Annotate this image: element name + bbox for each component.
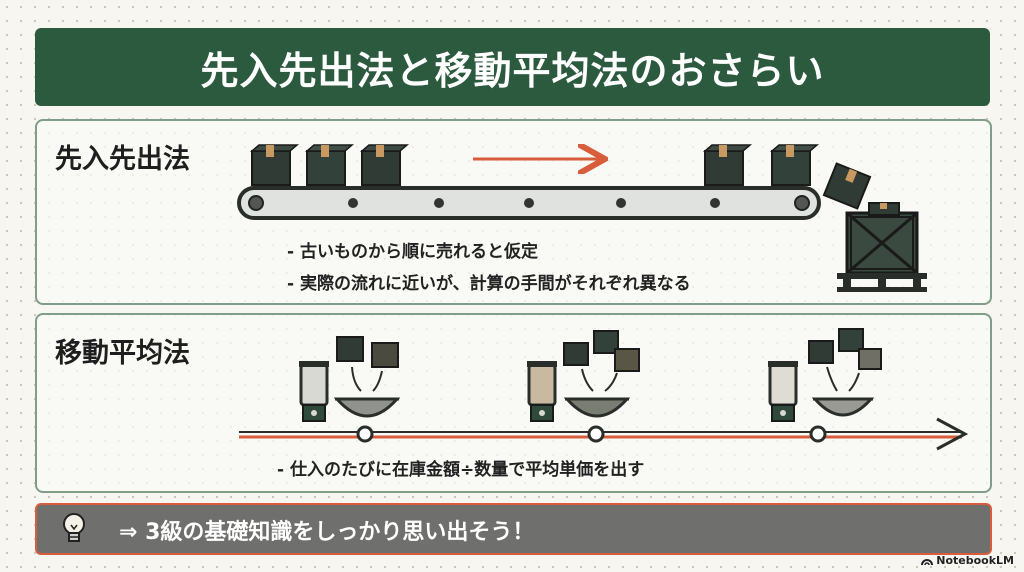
box-icon (769, 144, 820, 186)
falling-box-icon (822, 162, 872, 210)
box-icon (371, 342, 399, 368)
mixing-bowl-icon (811, 397, 875, 417)
tip-banner: ⇒ 3級の基礎知識をしっかり思い出そう！ (35, 503, 992, 555)
fifo-bullet-2: - 実際の流れに近いが、計算の手間がそれぞれ異なる (287, 274, 691, 294)
drop-arrow-icon (372, 370, 383, 392)
fifo-bullet-1: - 古いものから順に売れると仮定 (287, 242, 538, 262)
pallet-icon (837, 273, 927, 292)
fifo-section: 先入先出法 - 古いものから順に売れると仮定 - 実際の流れに近いが、計算の手間… (35, 119, 992, 305)
timeline-arrow-icon (239, 417, 969, 451)
moving-average-heading: 移動平均法 (55, 338, 190, 369)
drop-arrow-icon (581, 368, 594, 392)
crate-icon (845, 202, 919, 275)
blender-icon (527, 361, 557, 422)
box-icon (359, 144, 410, 186)
drop-arrow-icon (848, 372, 860, 392)
box-icon (304, 144, 355, 186)
box-icon (858, 348, 882, 370)
box-icon (808, 340, 834, 364)
moving-average-section: 移動平均法 - 仕入のたびに在庫金額÷数量で平均単価を出す (35, 313, 992, 493)
box-icon (593, 330, 619, 354)
conveyor-belt-icon (237, 186, 821, 220)
box-icon (563, 342, 589, 366)
notebooklm-logo-icon (921, 559, 934, 565)
drop-arrow-icon (351, 366, 362, 392)
fifo-heading: 先入先出法 (55, 144, 190, 175)
lightbulb-icon (63, 513, 85, 542)
fifo-diagram (237, 121, 927, 292)
brand-watermark: NotebookLM (921, 554, 1014, 567)
moving-average-diagram (239, 328, 969, 451)
moving-average-bullet-1: - 仕入のたびに在庫金額÷数量で平均単価を出す (277, 460, 645, 480)
blender-icon (768, 361, 798, 422)
box-icon (336, 336, 364, 362)
drop-arrow-icon (826, 366, 838, 392)
tip-text: ⇒ 3級の基礎知識をしっかり思い出そう！ (119, 520, 535, 545)
box-icon (702, 144, 753, 186)
brand-label: NotebookLM (936, 554, 1014, 567)
box-icon (249, 144, 300, 186)
mixing-bowl-icon (333, 397, 401, 418)
drop-arrow-icon (604, 372, 618, 392)
page-title: 先入先出法と移動平均法のおさらい (35, 28, 990, 106)
box-icon (838, 328, 864, 352)
box-icon (614, 348, 640, 372)
blender-icon (299, 361, 329, 422)
mixing-bowl-icon (563, 397, 631, 418)
